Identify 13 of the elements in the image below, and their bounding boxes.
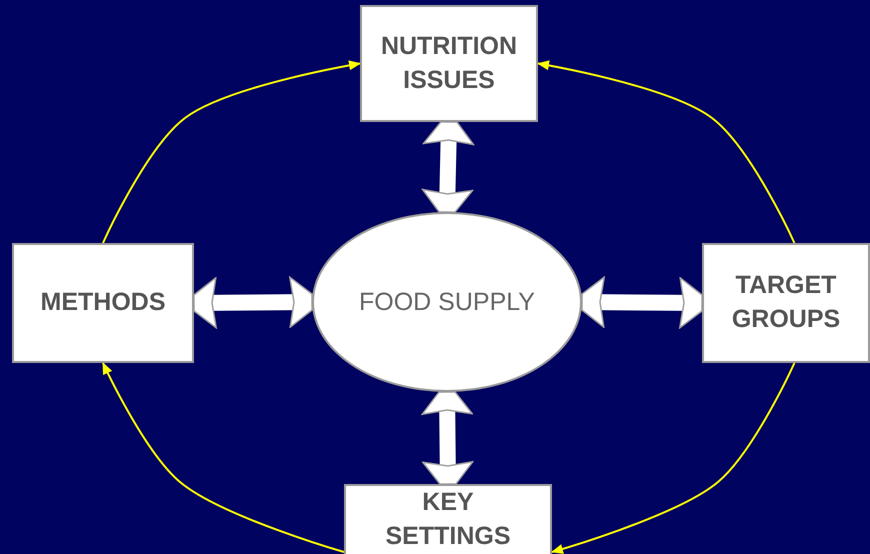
text-box: [344, 484, 552, 554]
curved-arrow: [537, 60, 796, 244]
curved-arrow: [102, 362, 344, 553]
node-label: NUTRITION ISSUES: [380, 30, 518, 96]
text-box: [360, 5, 538, 122]
node-label: KEY SETTINGS: [384, 487, 512, 552]
text-box: [12, 243, 194, 363]
node-label: FOOD SUPPLY: [359, 288, 535, 316]
curved-arrow: [102, 60, 361, 244]
text-box: [702, 243, 870, 363]
curved-arrow: [551, 362, 796, 554]
node-label: METHODS: [40, 287, 166, 318]
node-label: TARGET GROUPS: [730, 270, 842, 335]
